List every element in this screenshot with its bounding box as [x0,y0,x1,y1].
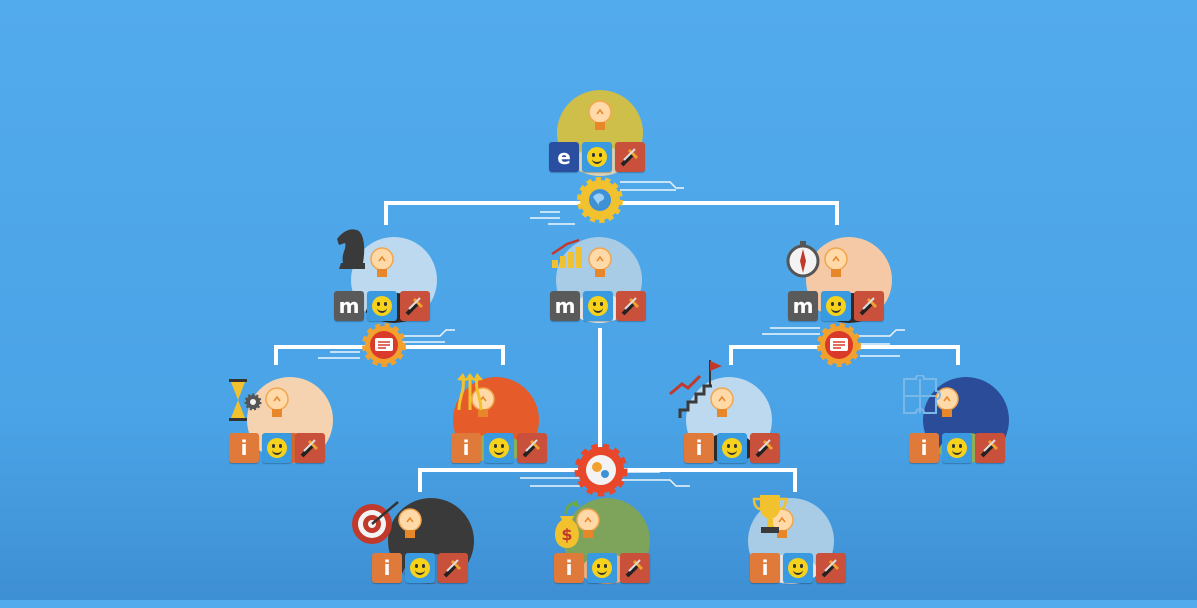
trophy-icon [752,495,788,533]
manager-node-center[interactable]: m [548,237,658,347]
smiley-icon [821,291,851,321]
document-gear-icon [362,323,406,367]
lightbulb-icon [588,247,612,277]
smiley-icon [942,433,972,463]
role-tile: i [372,553,402,583]
stairs-flag-icon [669,360,722,418]
tools-hand-icon [816,553,846,583]
lightbulb-icon [398,508,422,538]
individual-node[interactable]: i [552,498,662,608]
lightbulb-icon [265,387,289,417]
cogs-gear-icon [574,443,628,497]
globe-gear-icon [577,177,623,223]
smiley-icon [582,142,612,172]
role-tile: m [550,291,580,321]
chess-knight-icon [337,229,365,269]
svg-text:$: $ [561,525,572,544]
tools-hand-icon [400,291,430,321]
tools-hand-icon [517,433,547,463]
smiley-icon [367,291,397,321]
tools-hand-icon [295,433,325,463]
individual-node[interactable]: i [680,377,790,487]
smiley-icon [783,553,813,583]
role-tile: i [684,433,714,463]
smiley-icon [587,553,617,583]
smiley-icon [262,433,292,463]
lightbulb-icon [935,387,959,417]
smiley-icon [405,553,435,583]
role-tile: e [549,142,579,172]
money-bag-icon: $ [555,500,580,548]
lightbulb-icon [710,387,734,417]
individual-node[interactable]: i [227,377,337,487]
tools-hand-icon [615,142,645,172]
tools-hand-icon [750,433,780,463]
target-icon [352,501,399,544]
individual-node[interactable]: i [451,377,563,487]
tools-hand-icon [620,553,650,583]
role-tile: i [451,433,481,463]
document-gear-icon [817,323,861,367]
lightbulb-icon [576,508,600,538]
tools-hand-icon [854,291,884,321]
smiley-icon [484,433,514,463]
lightbulb-icon [370,247,394,277]
role-tile: m [334,291,364,321]
individual-node[interactable]: i [370,498,480,608]
lightbulb-icon [588,100,612,130]
role-tile: i [554,553,584,583]
tools-hand-icon [975,433,1005,463]
smiley-icon [583,291,613,321]
role-tile: i [750,553,780,583]
compass-icon [786,241,820,278]
tools-hand-icon [438,553,468,583]
puzzle-icon [903,375,942,414]
manager-node-right[interactable]: m [786,237,896,347]
role-tile: i [229,433,259,463]
hourglass-gears-icon [229,379,262,421]
root-node[interactable]: e [545,90,655,200]
manager-node-left[interactable]: m [331,237,441,347]
role-tile: m [788,291,818,321]
smiley-icon [717,433,747,463]
role-tile: i [909,433,939,463]
arrows-up-icon [457,373,483,411]
growth-bars-icon [551,238,582,268]
tools-hand-icon [616,291,646,321]
lightbulb-icon [824,247,848,277]
